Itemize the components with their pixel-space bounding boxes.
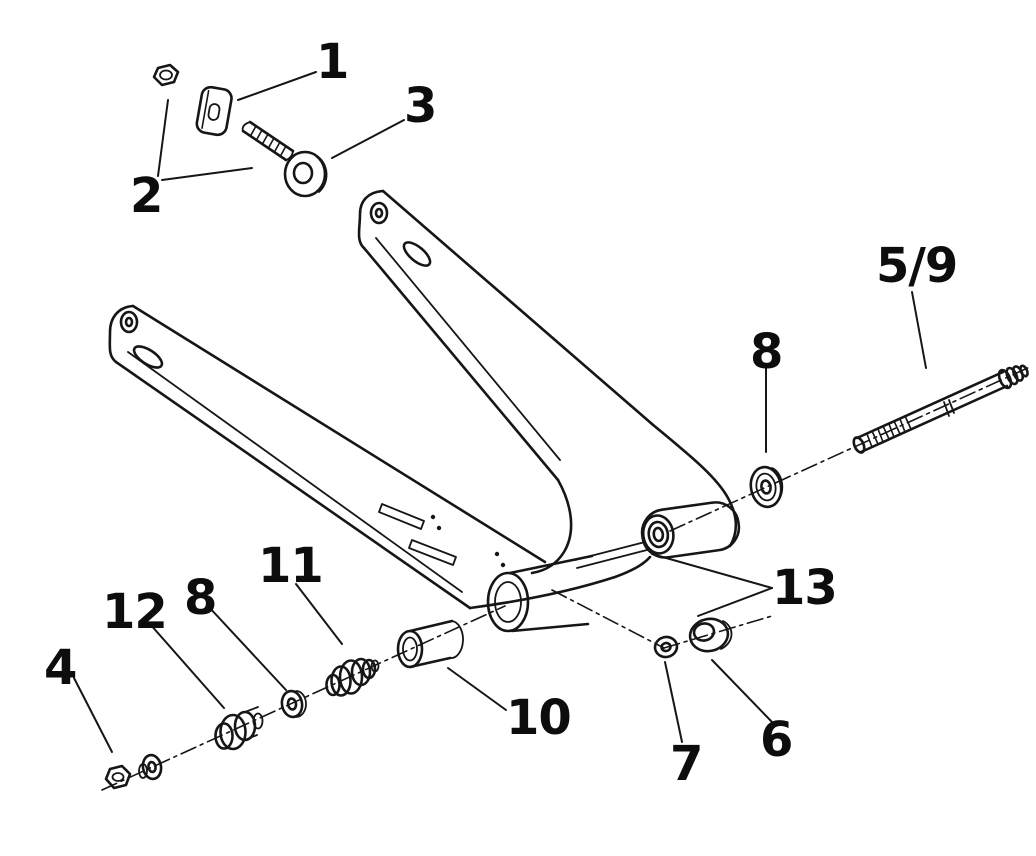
callout-5-9: 5/9 [876,238,958,294]
callout-12: 12 [102,584,168,640]
pivot-bushing-outer [641,514,675,555]
part-cup-washer-left [280,689,307,719]
eye-bolt-eye-depth [316,155,328,193]
swingarm [108,189,741,633]
eye-bolt-eye-outer [283,150,327,198]
left-arm-bottom-edge [114,360,472,610]
arm-slot-detail-1 [378,503,425,530]
top-arm-slot [402,241,432,267]
callout-10: 10 [506,690,572,746]
left-arm-top-edge [131,304,547,564]
left-arm-front-cap [108,304,135,364]
callout-2: 2 [130,168,163,224]
callout-6: 6 [760,712,793,768]
leader-4 [73,677,113,753]
callout-13: 13 [772,560,838,616]
part-washer-7 [653,635,679,659]
leader-1 [237,71,317,101]
part-pivot-shaft [852,364,1029,454]
leader-10 [447,667,507,711]
junction-detail-line-2 [576,549,648,569]
cross-tube [486,554,594,633]
part-ribbed-bushing-11 [325,657,380,697]
junction-outer-curve [650,422,738,548]
part-hex-nut-top [152,63,180,87]
callout-4: 4 [44,640,77,696]
part-hex-nut-4 [104,764,132,790]
centerline-pivot-axis [669,365,1033,532]
pivot-tube [640,501,741,559]
junction-inner-v [530,478,573,575]
eye-bolt-threads [250,125,287,156]
callout-8-left: 8 [184,570,217,626]
callout-11: 11 [258,538,324,594]
top-arm-inner-line [375,237,561,461]
top-arm-hole [369,201,389,225]
left-arm-hole [119,310,139,334]
part-cup-washer-right [749,465,784,509]
part-bushing-6 [688,617,733,653]
junction-lower-outline [468,555,652,610]
callout-7: 7 [670,736,703,792]
leader-2a [157,99,169,177]
leader-13b [697,587,773,617]
callout-3: 3 [404,78,437,134]
top-arm-hole-inner [374,207,384,219]
leader-12 [149,623,225,709]
callout-1: 1 [316,34,349,90]
rivet-dot [494,551,500,557]
part-washer-near-4 [138,753,163,781]
top-arm-front-cap [357,189,385,250]
leader-2b [161,167,253,181]
left-arm-slot [132,345,164,369]
part-spacer-sleeve [396,619,464,669]
leader-3 [331,119,405,159]
top-arm-top-edge [381,189,654,426]
top-arm-bottom-edge [362,246,560,482]
leader-lines [73,71,927,753]
pivot-shaft-end-nut [997,364,1029,390]
centerline-lower-right-axis-b [663,615,773,649]
part-eye-bolt [241,120,328,198]
callout-8-right: 8 [750,324,783,380]
pivot-shaft-threads [866,415,912,448]
centerline-lower-right-axis-a [551,589,665,649]
left-arm-hole-inner [124,316,134,328]
pivot-bushing-mid [647,520,670,549]
centerline-lower-left-axis [101,605,506,791]
left-arm-inner-line [127,351,463,593]
leader-8-left [207,605,287,691]
leader-5-9 [911,291,927,369]
eye-bolt-eye-inner [292,161,314,185]
leader-7 [664,661,683,743]
rivet-dot [500,562,506,568]
rivet-dot [436,525,442,531]
part-mounting-plate [195,85,233,137]
arm-slot-detail-2 [408,539,457,566]
pivot-bushing-inner [652,526,665,543]
leader-6 [711,659,773,723]
rivet-dot [430,514,436,520]
leader-11 [295,583,343,645]
part-ribbed-bushing-12 [214,706,264,751]
leader-13a [651,553,773,589]
